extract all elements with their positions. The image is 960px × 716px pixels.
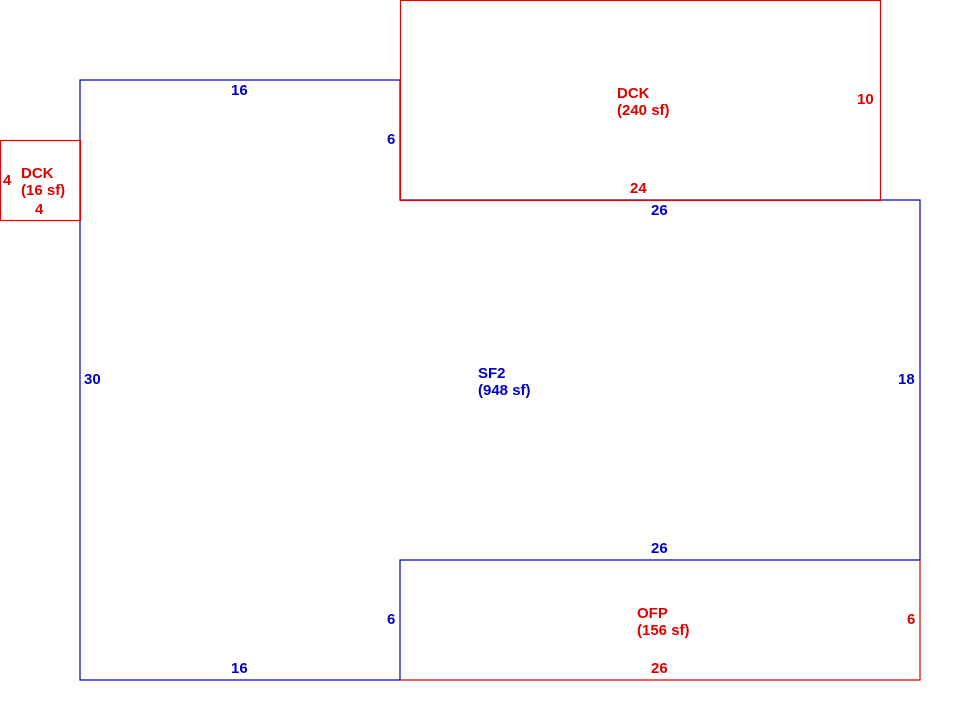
dck-left-size: (16 sf) [21, 182, 66, 199]
dim-dck-left-left: 4 [3, 172, 12, 189]
ofp-name: OFP [637, 605, 668, 622]
dim-sf2-left: 30 [84, 371, 101, 388]
dck-left-area-label: DCK (16 sf) [21, 165, 65, 199]
dim-dck-top-bottom: 24 [630, 180, 647, 197]
dim-sf2-right: 18 [898, 371, 915, 388]
dim-sf2-step-top: 6 [387, 131, 396, 148]
dim-dck-top-right: 10 [857, 91, 874, 108]
sf2-name: SF2 [478, 365, 506, 382]
dim-sf2-lower-step: 26 [651, 540, 668, 557]
sf2-size: (948 sf) [478, 382, 531, 399]
dck-top-size: (240 sf) [617, 102, 670, 119]
ofp-area-label: OFP (156 sf) [637, 605, 690, 639]
ofp-size: (156 sf) [637, 622, 690, 639]
sf2-area-label: SF2 (948 sf) [478, 365, 531, 399]
dim-sf2-top-right: 26 [651, 202, 668, 219]
dim-ofp-right: 6 [907, 611, 916, 628]
dim-dck-left-bottom: 4 [35, 201, 44, 218]
dck-left-outline [0, 139, 82, 222]
dim-sf2-top-left: 16 [231, 82, 248, 99]
dck-top-area-label: DCK (240 sf) [617, 85, 670, 119]
dck-left-name: DCK [21, 165, 54, 182]
dck-top-outline [399, 0, 882, 202]
ofp-outline [400, 560, 921, 681]
dim-sf2-step-bottom: 6 [387, 611, 396, 628]
dim-ofp-bottom: 26 [651, 660, 668, 677]
dim-sf2-bottom: 16 [231, 660, 248, 677]
dck-top-name: DCK [617, 85, 650, 102]
